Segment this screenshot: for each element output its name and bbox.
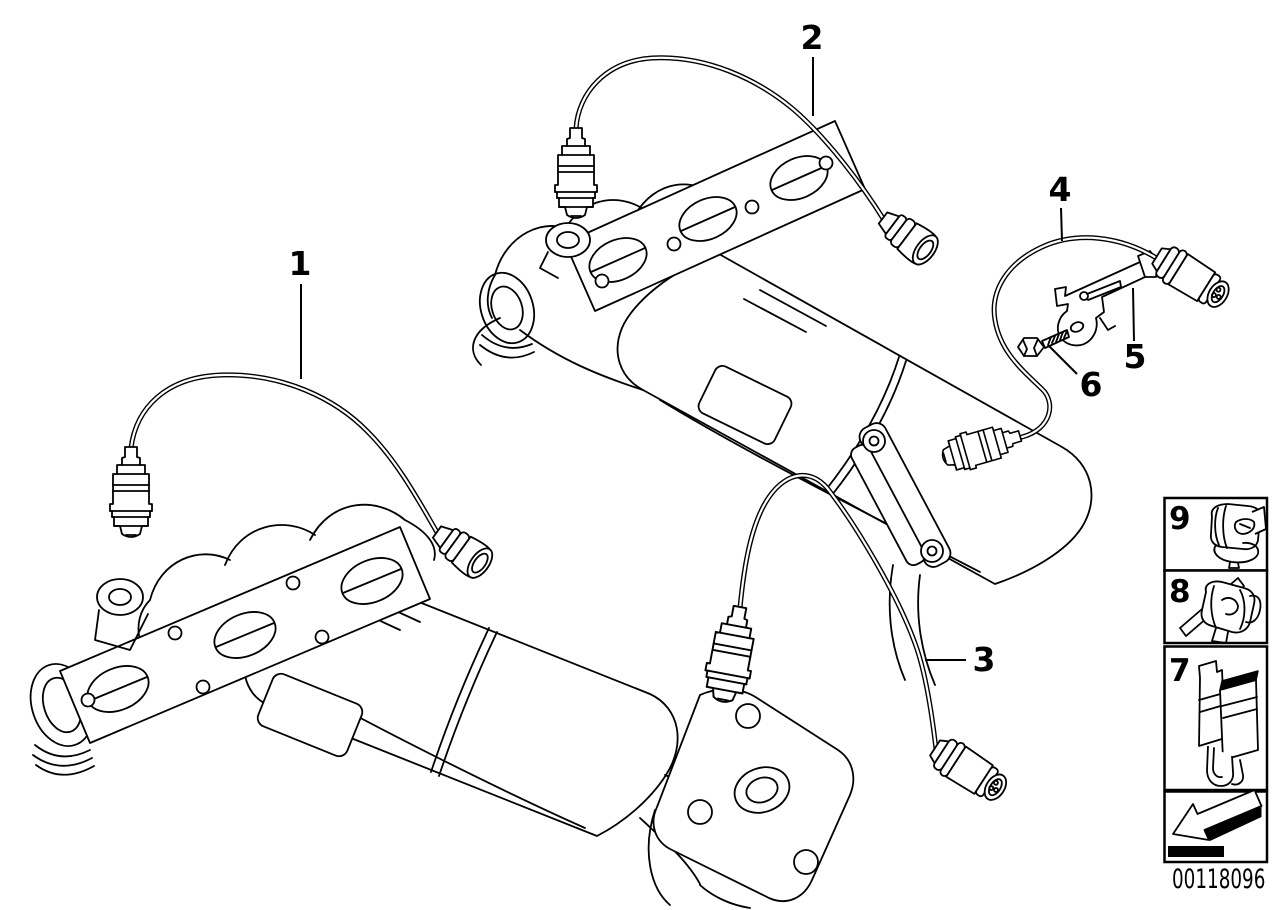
legend-item-9-label: 9 xyxy=(1169,501,1191,537)
sensor-cables xyxy=(128,55,1161,752)
callout-4-leader xyxy=(1060,207,1063,242)
callout-2-label[interactable]: 2 xyxy=(801,18,824,57)
bracket-bolt xyxy=(1017,329,1070,357)
callout-6-leader xyxy=(1048,345,1078,375)
callout-4-label[interactable]: 4 xyxy=(1049,170,1072,209)
legend-item-9[interactable]: 9 xyxy=(1163,496,1269,572)
exhaust-manifold-catalyst-lower xyxy=(29,503,855,909)
callout-4: 4 xyxy=(1049,170,1072,242)
direction-arrow-icon xyxy=(1168,789,1263,857)
oxygen-sensor-1 xyxy=(109,446,499,584)
cable-holder-clip-icon xyxy=(1209,503,1267,569)
drawing-number: 00118096 xyxy=(1172,865,1265,895)
exhaust-manifold-catalyst-upper xyxy=(472,120,1093,686)
legend-item-8-label: 8 xyxy=(1169,574,1191,610)
callout-3: 3 xyxy=(925,640,995,679)
callout-6-label[interactable]: 6 xyxy=(1080,365,1103,404)
legend-direction-arrow[interactable] xyxy=(1163,789,1269,864)
callout-6: 6 xyxy=(1048,345,1103,404)
callout-5: 5 xyxy=(1124,287,1147,376)
oxygen-sensor-4 xyxy=(937,238,1237,477)
legend-item-7[interactable]: 7 xyxy=(1163,645,1269,792)
callout-3-label[interactable]: 3 xyxy=(973,640,996,679)
sensor-cable-bracket xyxy=(1054,250,1159,347)
callout-5-label[interactable]: 5 xyxy=(1124,337,1147,376)
callout-2: 2 xyxy=(801,18,824,116)
callout-5-leader xyxy=(1132,287,1135,342)
callout-1: 1 xyxy=(289,244,312,379)
legend-item-8[interactable]: 8 xyxy=(1163,569,1269,645)
retaining-clip-icon xyxy=(1198,660,1259,787)
callouts: 1 2 3 4 5 6 xyxy=(289,18,1147,679)
callout-1-label[interactable]: 1 xyxy=(289,244,312,283)
legend-sidebar: 9 8 7 xyxy=(1163,496,1269,895)
connector-holder-icon xyxy=(1179,577,1262,644)
legend-item-7-label: 7 xyxy=(1169,653,1191,689)
